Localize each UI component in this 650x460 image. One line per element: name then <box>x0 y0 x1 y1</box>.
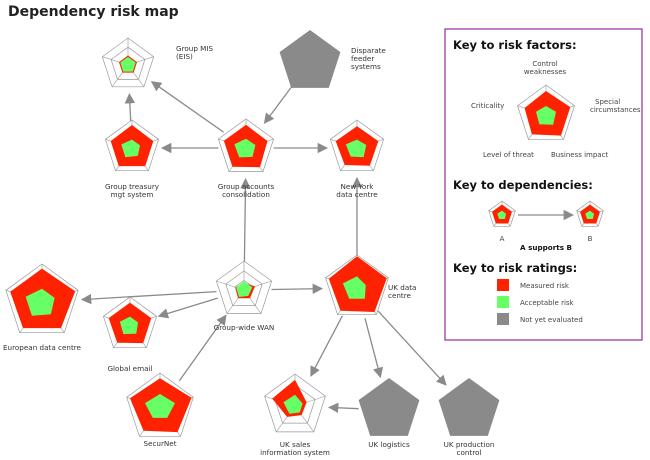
key-dep-b-radar <box>576 200 604 227</box>
radar-ring <box>225 270 263 306</box>
key-factor-level-of-threat: Level of threat <box>483 151 534 159</box>
key-dep-a-label: A <box>500 235 505 243</box>
radar-chart <box>102 296 158 349</box>
rating-not-yet-evaluated: Not yet evaluated <box>520 316 583 324</box>
not-evaluated-pentagon <box>438 378 500 436</box>
key-factor-criticality: Criticality <box>471 102 504 110</box>
edge-uk-logistics-to-uk-sales <box>327 402 359 414</box>
key-border <box>444 28 643 341</box>
radar-chart <box>325 254 389 316</box>
edge-group-wan-to-global-email <box>157 297 218 319</box>
key-dep-a-radar <box>488 200 516 227</box>
radar-ring <box>110 46 146 80</box>
edge-securnet-to-group-wan <box>178 314 227 382</box>
page-title: Dependency risk map <box>8 4 179 20</box>
edge-disparate-feeder-to-group-accounts <box>263 86 293 124</box>
edge-uk-dc-to-uk-logistics <box>364 318 384 379</box>
acceptable-risk-shape <box>283 394 303 414</box>
key-radar <box>517 84 575 140</box>
node-european-dc: European data centre <box>3 263 82 352</box>
not-evaluated-pentagon <box>358 378 420 436</box>
acceptable-risk-shape <box>342 276 366 299</box>
edge-uk-dc-to-uk-sales <box>310 315 343 377</box>
key-ratings-title: Key to risk ratings: <box>453 261 577 275</box>
node-global-email: Global email <box>102 296 158 373</box>
acceptable-risk-shape <box>234 138 256 158</box>
node-uk-logistics: UK logistics <box>358 378 420 449</box>
swatch-measured-risk <box>497 279 509 291</box>
not-evaluated-pentagon <box>279 30 341 88</box>
rating-measured-risk: Measured risk <box>520 282 570 290</box>
swatch-acceptable-risk <box>497 296 509 308</box>
node-label-european-dc: European data centre <box>3 343 82 352</box>
radar-chart <box>5 263 79 334</box>
acceptable-risk-shape <box>119 316 138 335</box>
key-radar-chart <box>517 84 575 140</box>
radar-chart <box>126 372 194 437</box>
node-label-group-mis: Group MIS(EIS) <box>176 44 213 61</box>
node-label-uk-logistics: UK logistics <box>368 440 410 449</box>
edge-group-accounts-to-group-mis <box>150 81 224 133</box>
key-dep-b-label: B <box>588 235 593 243</box>
acceptable-risk-shape <box>497 210 506 219</box>
key-dep-caption: A supports B <box>520 243 572 252</box>
acceptable-risk-shape <box>585 210 594 219</box>
acceptable-risk-shape <box>120 56 136 72</box>
key-factor-business-impact: Business impact <box>551 151 608 159</box>
radar-chart <box>101 37 155 88</box>
key-factors-title: Key to risk factors: <box>453 38 577 52</box>
acceptable-risk-shape <box>145 394 175 418</box>
acceptable-risk-shape <box>236 281 253 297</box>
node-group-wan: Group-wide WAN <box>214 260 275 332</box>
edge-group-treasury-to-group-mis <box>124 92 136 122</box>
radar-chart <box>104 119 160 172</box>
acceptable-risk-shape <box>121 139 140 158</box>
key-dependency-example <box>488 200 604 227</box>
key-dependencies-title: Key to dependencies: <box>453 178 593 192</box>
radar-chart <box>264 373 326 433</box>
acceptable-risk-shape <box>536 106 556 125</box>
edge-group-wan-to-group-accounts <box>240 177 251 263</box>
edge-group-wan-to-european-dc <box>80 290 217 305</box>
node-label-group-wan: Group-wide WAN <box>214 323 275 332</box>
edge-uk-dc-to-uk-production <box>377 310 447 386</box>
rating-acceptable-risk: Acceptable risk <box>520 299 575 307</box>
radar-chart <box>215 260 273 314</box>
node-label-global-email: Global email <box>107 364 152 373</box>
swatch-not-yet-evaluated <box>497 313 509 325</box>
radar-chart <box>217 118 275 172</box>
node-group-mis: Group MIS(EIS) <box>101 37 213 88</box>
radar-chart <box>329 119 385 172</box>
edge-group-wan-to-uk-dc <box>271 283 324 294</box>
node-securnet: SecurNet <box>126 372 194 448</box>
node-label-securnet: SecurNet <box>143 439 176 448</box>
dependency-edges <box>80 81 447 414</box>
acceptable-risk-shape <box>25 288 55 316</box>
acceptable-risk-shape <box>345 139 367 158</box>
